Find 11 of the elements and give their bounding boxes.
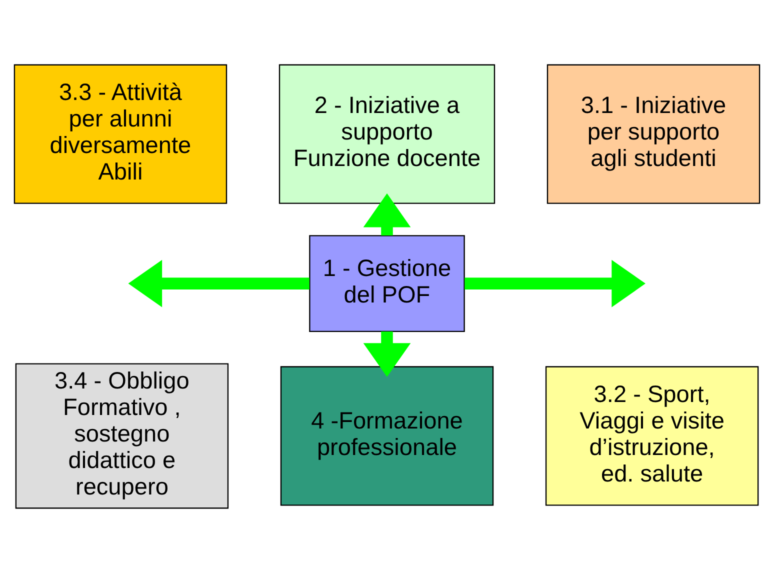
node-box: 3.3 - Attività per alunni diversamente Abili xyxy=(14,64,228,204)
node-box: 3.2 - Sport, Viaggi e visite d’istruzione, ed. salute xyxy=(545,366,759,506)
arrow xyxy=(464,259,646,307)
node-box: 3.1 - Iniziative per supporto agli studenti xyxy=(546,64,760,204)
node-box: 2 - Iniziative a supporto Funzione docente xyxy=(278,64,496,204)
node-box: 3.4 - Obbligo Formativo , sostegno didattico e recupero xyxy=(15,362,229,508)
arrow xyxy=(363,331,411,376)
node-box: 1 - Gestione del POF xyxy=(309,234,465,332)
arrow xyxy=(128,259,310,307)
arrow xyxy=(363,192,411,235)
node-box: 4 -Formazione professionale xyxy=(280,366,494,506)
